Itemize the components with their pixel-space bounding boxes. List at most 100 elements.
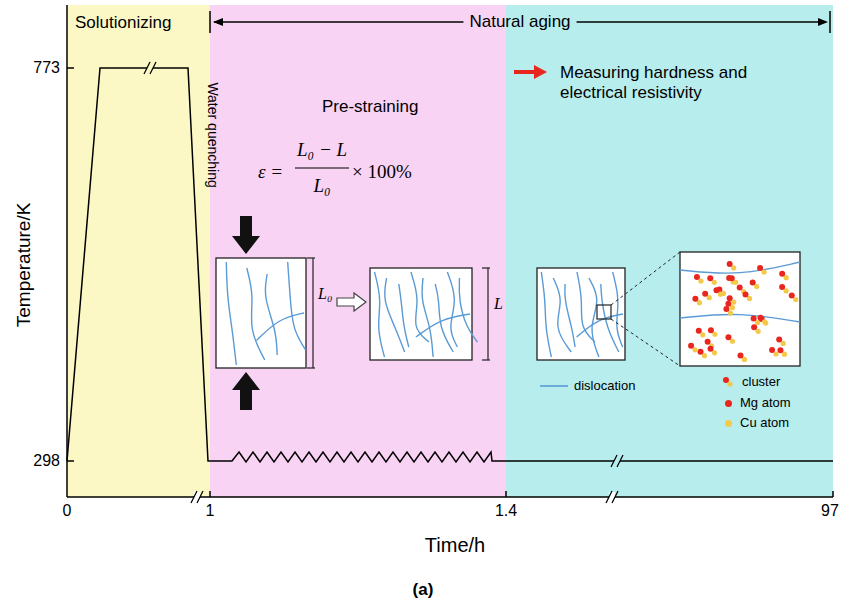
- legend-text: dislocation: [574, 379, 635, 394]
- dislocation-line: [541, 272, 551, 357]
- dimension-tick: [307, 367, 315, 368]
- legend-cluster-sample: [727, 381, 732, 386]
- span-arrow: [577, 21, 826, 22]
- formula-denominator: L₀: [313, 175, 330, 197]
- tick-label: 1: [206, 502, 215, 520]
- mg-atom: [769, 347, 775, 353]
- fraction-bar: [295, 167, 349, 168]
- mg-atom: [757, 265, 763, 271]
- break-gap: [194, 492, 200, 502]
- zoom-leader: [611, 252, 680, 305]
- dimension-tick: [482, 267, 490, 268]
- legend-text: cluster: [742, 375, 780, 390]
- formula-part: ε =: [258, 161, 283, 183]
- specimen-box: [537, 268, 625, 360]
- mg-atom: [743, 291, 749, 297]
- dislocation-line: [422, 278, 433, 357]
- dislocation-line: [247, 268, 265, 360]
- stage-bar: [829, 11, 831, 33]
- axis-tick: [832, 491, 834, 497]
- dislocation-line: [399, 284, 409, 347]
- cu-atom: [762, 319, 767, 324]
- specimen-box: [370, 268, 472, 360]
- break-mark: [612, 491, 618, 503]
- cu-atom: [731, 300, 736, 305]
- span-arrow: [214, 21, 463, 22]
- cu-atom: [698, 278, 703, 283]
- break-mark: [144, 62, 150, 74]
- tick-label: 1.4: [495, 502, 517, 520]
- red-arrow-head: [534, 65, 547, 79]
- arrow-head: [818, 18, 828, 26]
- cu-atom: [730, 339, 735, 344]
- mg-atom: [698, 349, 704, 355]
- cu-atom: [702, 353, 707, 358]
- arrow-head: [213, 18, 223, 26]
- cu-atom: [782, 352, 787, 357]
- axis-tick: [505, 491, 507, 497]
- dimension-label: L₀: [318, 285, 332, 303]
- axis-title: Temperature/K: [13, 203, 35, 328]
- figure-caption: (a): [413, 580, 434, 600]
- dislocation-line: [416, 314, 470, 337]
- break-mark: [197, 491, 203, 503]
- cu-atom: [712, 332, 717, 337]
- stage-label: Pre-straining: [322, 97, 418, 117]
- specimen-box: [216, 258, 306, 368]
- cu-atom: [728, 310, 733, 315]
- dimension-tick: [307, 257, 315, 258]
- mg-atom: [758, 315, 764, 321]
- mg-atom: [702, 291, 708, 297]
- mg-atom: [723, 306, 729, 312]
- mg-atom: [737, 352, 743, 358]
- mg-atom: [727, 261, 733, 267]
- cu-atom: [692, 347, 697, 352]
- axis-title: Time/h: [425, 534, 485, 557]
- dislocation-line: [265, 274, 277, 355]
- cu-atom: [793, 297, 798, 302]
- cu-atom: [754, 284, 759, 289]
- dimension-label: L: [494, 295, 503, 313]
- cu-atom: [712, 280, 717, 285]
- mg-atom: [776, 336, 782, 342]
- dislocation-line: [385, 278, 405, 352]
- cu-atom: [700, 332, 705, 337]
- temperature-curve: [67, 68, 833, 462]
- zoom-marker: [597, 305, 611, 319]
- legend-line-sample: [540, 385, 568, 387]
- break-gap: [147, 63, 153, 73]
- break-mark: [611, 455, 617, 467]
- dislocation-line: [577, 314, 623, 337]
- cu-atom: [697, 300, 702, 305]
- dislocation-line: [459, 278, 477, 342]
- dislocation-line: [226, 262, 236, 365]
- red-arrow: [514, 70, 536, 74]
- break-mark: [617, 455, 623, 467]
- load-arrow: [232, 372, 260, 410]
- cu-atom: [784, 275, 789, 280]
- cu-atom: [756, 329, 761, 334]
- dislocation-line: [288, 262, 306, 350]
- cu-atom: [731, 265, 736, 270]
- band-fill: [210, 5, 506, 497]
- dimension-line: [487, 268, 488, 360]
- break-mark: [606, 491, 612, 503]
- break-gap: [614, 456, 620, 466]
- mg-atom: [713, 287, 719, 293]
- cu-atom: [761, 269, 766, 274]
- dislocation-line: [447, 272, 457, 347]
- break-mark: [191, 491, 197, 503]
- break-gap: [609, 492, 615, 502]
- dislocation-line: [613, 272, 623, 347]
- tick-label: 97: [821, 502, 839, 520]
- mg-atom: [707, 275, 713, 281]
- cu-atom: [773, 351, 778, 356]
- mg-atom: [708, 346, 714, 352]
- load-arrow: [232, 216, 260, 254]
- stage-label: Solutionizing: [75, 13, 171, 33]
- break-mark: [150, 62, 156, 74]
- mg-atom: [708, 327, 714, 333]
- mg-atom: [789, 293, 795, 299]
- axis-tick: [67, 460, 74, 462]
- mg-atom: [750, 280, 756, 286]
